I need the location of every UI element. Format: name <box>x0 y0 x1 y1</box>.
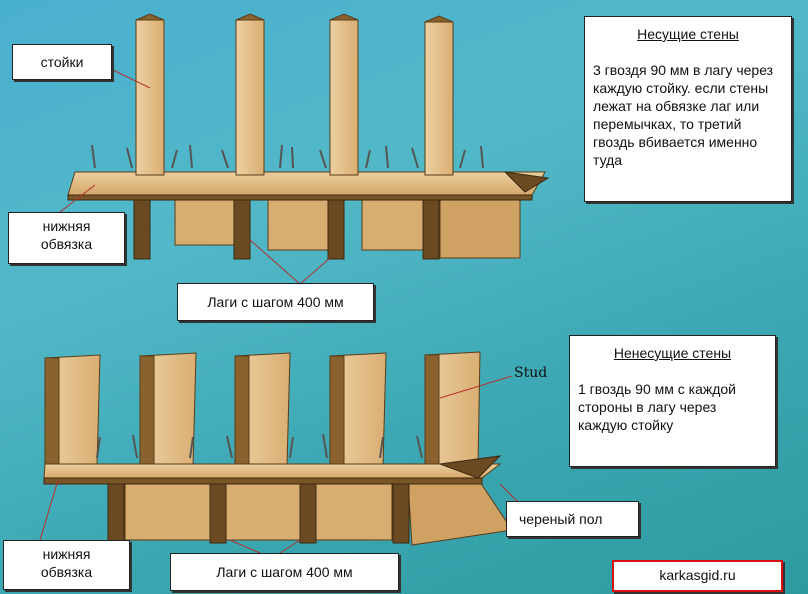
bottom-joists <box>107 479 513 546</box>
note-non-load-bearing-text: 1 гвоздь 90 мм с каждой стороны в лагу ч… <box>578 381 737 433</box>
label-joists-top: Лаги с шагом 400 мм <box>177 283 374 321</box>
note-load-bearing-text: 3 гвоздя 90 мм в лагу через каждую стойк… <box>593 62 774 168</box>
label-stud: Stud <box>514 365 548 381</box>
top-studs <box>135 13 454 176</box>
note-load-bearing: Несущие стены 3 гвоздя 90 мм в лагу чере… <box>584 16 792 202</box>
bottom-bottom-plate <box>43 455 502 485</box>
top-joists <box>133 192 521 260</box>
label-bottom-plate-top: нижняя обвязка <box>8 212 125 264</box>
note-non-load-bearing-title: Ненесущие стены <box>613 345 732 361</box>
label-subfloor: черeный пол <box>506 501 639 537</box>
label-joists-bottom: Лаги с шагом 400 мм <box>170 553 399 591</box>
label-bottom-plate-bottom: нижняя обвязка <box>3 540 130 590</box>
top-leader-lines <box>59 69 331 285</box>
note-load-bearing-title: Несущие стены <box>637 26 739 42</box>
bottom-leader-lines <box>39 375 519 554</box>
top-bottom-plate <box>67 171 550 201</box>
bottom-studs <box>44 351 481 467</box>
label-studs: стойки <box>12 44 112 80</box>
top-nails <box>91 144 484 169</box>
note-non-load-bearing: Ненесущие стены 1 гвоздь 90 мм с каждой … <box>569 335 776 467</box>
site-label[interactable]: karkasgid.ru <box>612 560 783 592</box>
bottom-nails <box>96 433 423 459</box>
